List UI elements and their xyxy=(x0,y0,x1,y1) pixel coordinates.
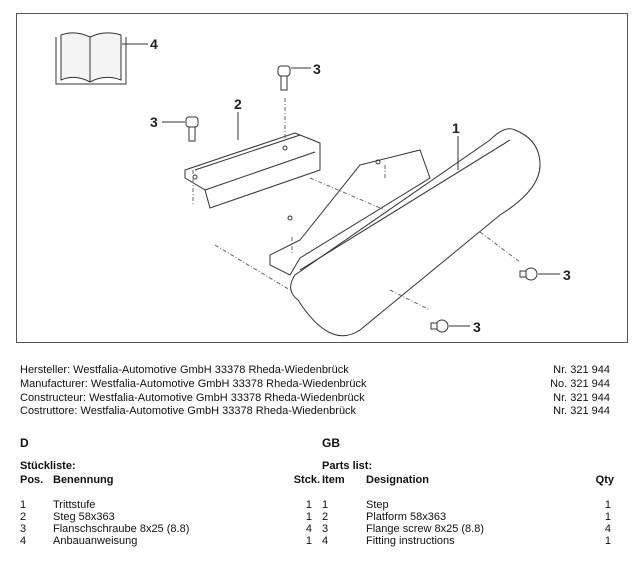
language-heading: GB xyxy=(322,436,340,450)
list-title: Parts list: xyxy=(322,460,373,472)
callout-3: 3 xyxy=(473,319,481,335)
row-name: Fitting instructions xyxy=(366,535,455,547)
row-name: Platform 58x363 xyxy=(366,511,447,523)
row-pos: 3 xyxy=(322,523,329,535)
row-pos: 2 xyxy=(322,511,329,523)
exploded-drawing: 4 3 2 3 1 3 3 xyxy=(55,32,571,337)
part-number: Nr. 321 944 xyxy=(553,392,610,404)
callout-2: 2 xyxy=(234,96,242,112)
part-number: No. 321 944 xyxy=(550,378,610,390)
drawing-frame xyxy=(16,13,628,343)
row-name: Flange screw 8x25 (8.8) xyxy=(366,523,484,535)
row-pos: 4 xyxy=(20,535,27,547)
manufacturer-line: Hersteller: Westfalia-Automotive GmbH 33… xyxy=(20,364,349,376)
row-pos: 4 xyxy=(322,535,329,547)
callout-3: 3 xyxy=(563,267,571,283)
list-title: Stückliste: xyxy=(20,460,76,472)
row-qty: 4 xyxy=(604,523,611,535)
row-name: Steg 58x363 xyxy=(53,511,115,523)
col-name: Designation xyxy=(366,474,429,486)
callout-1: 1 xyxy=(452,120,460,136)
part-number: Nr. 321 944 xyxy=(553,364,610,376)
col-qty: Stck. xyxy=(293,474,320,486)
row-name: Step xyxy=(366,499,389,511)
col-name: Benennung xyxy=(53,474,114,486)
step-part xyxy=(269,128,541,337)
col-qty: Qty xyxy=(595,474,614,486)
manufacturer-line: Costruttore: Westfalia-Automotive GmbH 3… xyxy=(20,405,357,417)
col-pos: Item xyxy=(322,474,345,486)
row-name: Flanschschraube 8x25 (8.8) xyxy=(53,523,190,535)
manufacturer-line: Manufacturer: Westfalia-Automotive GmbH … xyxy=(20,378,367,390)
book-icon xyxy=(55,32,127,85)
row-pos: 3 xyxy=(20,523,27,535)
callout-3: 3 xyxy=(150,114,158,130)
screw-icons xyxy=(185,65,538,333)
row-qty: 4 xyxy=(305,523,312,535)
row-qty: 1 xyxy=(604,499,611,511)
row-qty: 1 xyxy=(604,511,611,523)
manufacturer-line: Constructeur: Westfalia-Automotive GmbH … xyxy=(20,392,365,404)
row-qty: 1 xyxy=(305,499,312,511)
callout-3: 3 xyxy=(313,61,321,77)
language-heading: D xyxy=(20,436,29,450)
row-name: Anbauanweisung xyxy=(53,535,138,547)
row-qty: 1 xyxy=(305,511,312,523)
row-name: Trittstufe xyxy=(53,499,96,511)
col-pos: Pos. xyxy=(20,474,44,486)
callout-4: 4 xyxy=(150,36,158,52)
row-pos: 2 xyxy=(20,511,27,523)
row-qty: 1 xyxy=(604,535,611,547)
part-number: Nr. 321 944 xyxy=(553,405,610,417)
row-qty: 1 xyxy=(305,535,312,547)
row-pos: 1 xyxy=(20,499,27,511)
bracket-part xyxy=(184,132,321,209)
row-pos: 1 xyxy=(322,499,329,511)
